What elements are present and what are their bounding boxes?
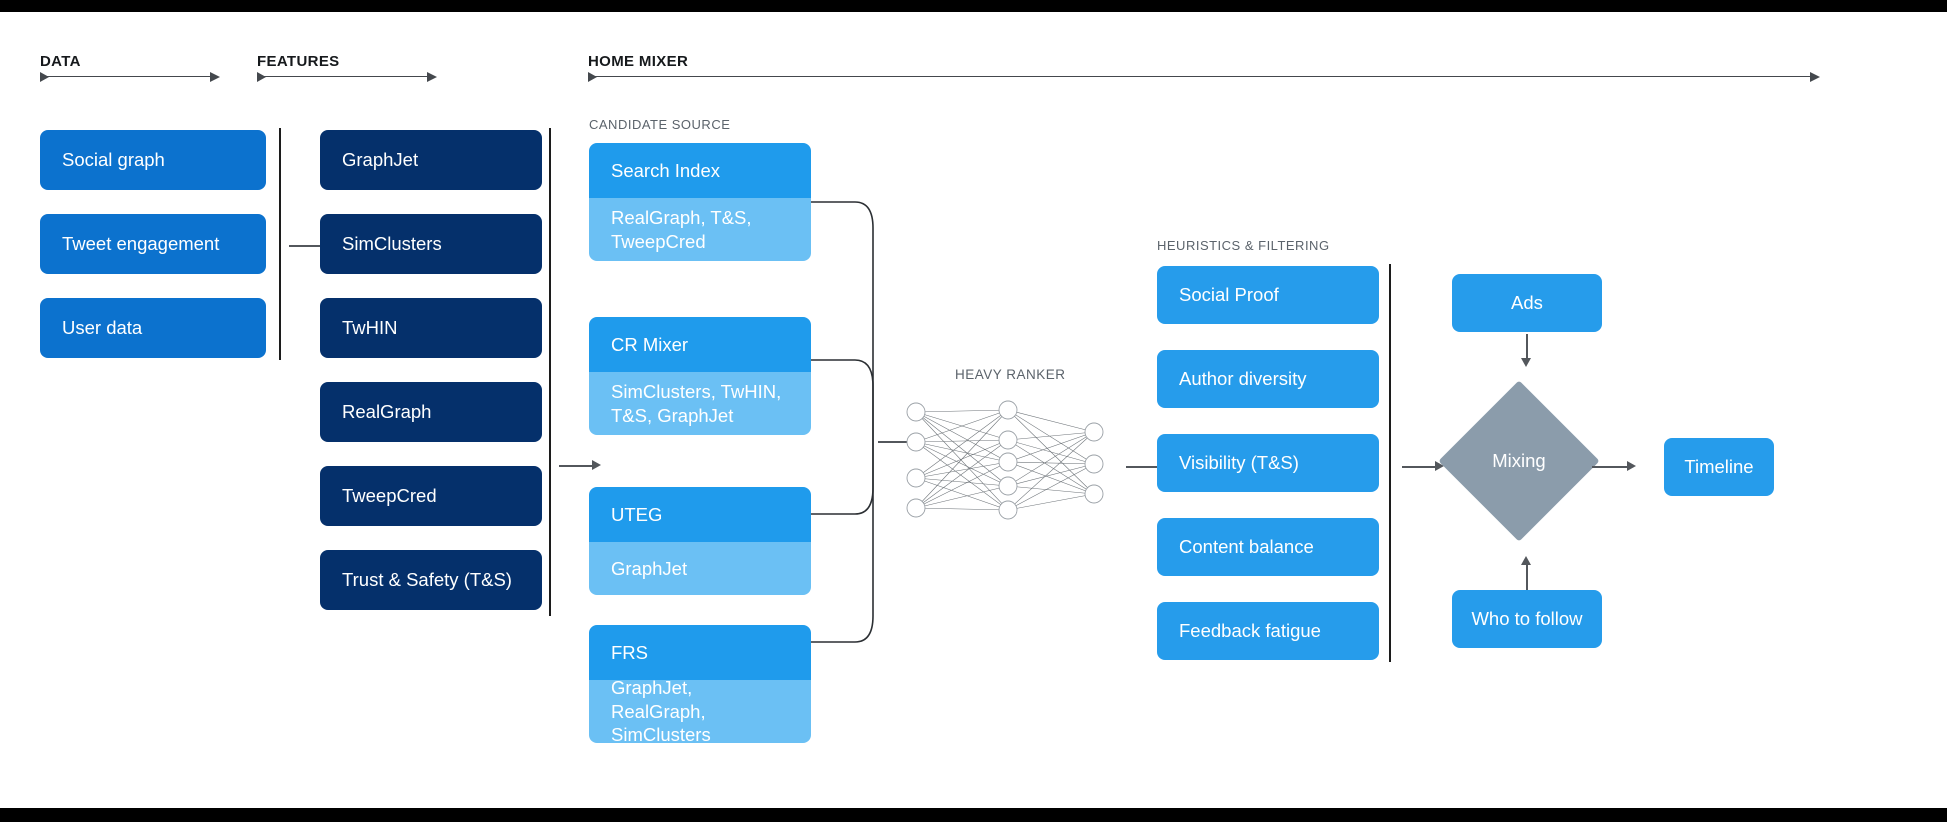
candidate-card-title-label: Search Index	[611, 159, 721, 181]
candidate-card-title-label: FRS	[611, 641, 648, 663]
output-box-label: Timeline	[1684, 455, 1754, 477]
heuristic-box-content-balance[interactable]: Content balance	[1157, 518, 1379, 576]
arrow-line	[1126, 466, 1161, 468]
candidate-card-uteg[interactable]: UTEG GraphJet	[589, 487, 811, 595]
feature-box-simclusters[interactable]: SimClusters	[320, 214, 542, 274]
arrow-features-to-home-mixer	[559, 460, 603, 472]
stage-rule-features	[257, 71, 437, 82]
feature-box-graphjet[interactable]: GraphJet	[320, 130, 542, 190]
feature-box-realgraph[interactable]: RealGraph	[320, 382, 542, 442]
candidate-card-cr-mixer[interactable]: CR Mixer SimClusters, TwHIN, T&S, GraphJ…	[589, 317, 811, 435]
candidate-card-features-label: GraphJet, RealGraph, SimClusters	[611, 677, 711, 743]
arrow-line	[1526, 334, 1528, 360]
mixing-diamond-label: Mixing	[1492, 450, 1546, 471]
feature-box-label: SimClusters	[342, 232, 442, 254]
output-box-who-to-follow[interactable]: Who to follow	[1452, 590, 1602, 648]
candidate-card-features: GraphJet, RealGraph, SimClusters	[589, 677, 811, 743]
candidate-card-features-label: RealGraph, T&S, TweepCred	[611, 206, 752, 252]
feature-box-label: TwHIN	[342, 316, 398, 338]
output-box-ads[interactable]: Ads	[1452, 274, 1602, 332]
arrow-head	[1435, 461, 1444, 472]
feature-box-label: GraphJet	[342, 148, 419, 170]
candidate-card-search-index[interactable]: Search Index RealGraph, T&S, TweepCred	[589, 143, 811, 261]
data-box-label: Social graph	[62, 148, 165, 170]
candidate-card-features: RealGraph, T&S, TweepCred	[589, 198, 811, 261]
feature-box-label: TweepCred	[342, 484, 437, 506]
candidate-card-title-label: CR Mixer	[611, 333, 689, 355]
rule-arrowhead-home-mixer	[1810, 71, 1820, 82]
heuristic-box-visibility[interactable]: Visibility (T&S)	[1157, 434, 1379, 492]
candidate-card-title: FRS	[589, 625, 811, 680]
candidate-card-features-label: GraphJet	[611, 557, 688, 579]
data-box-user-data[interactable]: User data	[40, 298, 266, 358]
arrow-line	[1592, 466, 1629, 468]
rule-start-marker-data	[40, 72, 49, 82]
arrow-line	[289, 245, 324, 247]
arrow-head	[1521, 358, 1532, 367]
feature-box-label: RealGraph	[342, 400, 432, 422]
arrow-mixing-to-timeline	[1592, 461, 1638, 473]
arrow-line	[559, 465, 594, 467]
divider-data-features	[279, 128, 281, 360]
candidate-source-label: CANDIDATE SOURCE	[589, 117, 731, 132]
divider-features-home-mixer	[549, 128, 551, 616]
arrow-line	[1402, 466, 1437, 468]
candidate-card-frs[interactable]: FRS GraphJet, RealGraph, SimClusters	[589, 625, 811, 743]
candidate-card-features: SimClusters, TwHIN, T&S, GraphJet	[589, 372, 811, 435]
candidate-card-title: UTEG	[589, 487, 811, 542]
heuristic-box-social-proof[interactable]: Social Proof	[1157, 266, 1379, 324]
rule-arrowhead-features	[427, 71, 437, 82]
stage-header-features: FEATURES	[257, 53, 340, 70]
data-box-label: Tweet engagement	[62, 232, 220, 254]
heuristic-box-label: Feedback fatigue	[1179, 619, 1321, 641]
divider-heuristics-output	[1389, 264, 1391, 662]
heuristic-box-label: Author diversity	[1179, 367, 1307, 389]
heuristic-box-label: Content balance	[1179, 535, 1314, 557]
candidate-card-title: CR Mixer	[589, 317, 811, 372]
candidate-card-title: Search Index	[589, 143, 811, 198]
letterbox-top	[0, 0, 1947, 12]
output-box-timeline[interactable]: Timeline	[1664, 438, 1774, 496]
arrow-ads-to-mixing	[1521, 334, 1533, 368]
rule-line-features	[262, 76, 428, 78]
stage-header-data: DATA	[40, 53, 81, 70]
heuristics-label: HEURISTICS & FILTERING	[1157, 238, 1330, 253]
feature-box-twhin[interactable]: TwHIN	[320, 298, 542, 358]
output-box-label: Who to follow	[1471, 607, 1583, 629]
arrow-head	[592, 460, 601, 471]
rule-line-home-mixer	[593, 76, 1811, 78]
heuristic-box-label: Visibility (T&S)	[1179, 451, 1299, 473]
diagram-canvas: DATA FEATURES HOME MIXER Social graph Tw…	[0, 12, 1947, 808]
heuristic-box-label: Social Proof	[1179, 283, 1279, 305]
feature-box-label: Trust & Safety (T&S)	[342, 568, 512, 590]
candidate-card-features: GraphJet	[589, 542, 811, 595]
stage-header-home-mixer: HOME MIXER	[588, 53, 689, 70]
candidate-card-title-label: UTEG	[611, 503, 663, 525]
arrow-who-to-follow-to-mixing	[1521, 556, 1533, 590]
rule-arrowhead-data	[210, 71, 220, 82]
arrow-head	[1521, 556, 1532, 565]
data-box-social-graph[interactable]: Social graph	[40, 130, 266, 190]
candidate-source-connectors	[811, 201, 874, 643]
arrow-head	[1627, 461, 1636, 472]
feature-box-trust-and-safety[interactable]: Trust & Safety (T&S)	[320, 550, 542, 610]
arrow-line	[878, 441, 913, 443]
data-box-tweet-engagement[interactable]: Tweet engagement	[40, 214, 266, 274]
rule-line-data	[45, 76, 211, 78]
data-box-label: User data	[62, 316, 143, 338]
heuristic-box-author-diversity[interactable]: Author diversity	[1157, 350, 1379, 408]
arrow-line	[1526, 564, 1528, 590]
rule-start-marker-home-mixer	[588, 72, 597, 82]
candidate-card-features-label: SimClusters, TwHIN, T&S, GraphJet	[611, 380, 782, 426]
arrow-heuristics-to-mixing	[1402, 461, 1446, 473]
stage-rule-data	[40, 71, 220, 82]
heuristic-box-feedback-fatigue[interactable]: Feedback fatigue	[1157, 602, 1379, 660]
feature-box-tweepcred[interactable]: TweepCred	[320, 466, 542, 526]
letterbox-bottom	[0, 808, 1947, 822]
stage-rule-home-mixer	[588, 71, 1820, 82]
rule-start-marker-features	[257, 72, 266, 82]
heavy-ranker-label: HEAVY RANKER	[955, 367, 1066, 382]
heavy-ranker-network	[906, 400, 1104, 520]
output-box-label: Ads	[1511, 291, 1543, 313]
